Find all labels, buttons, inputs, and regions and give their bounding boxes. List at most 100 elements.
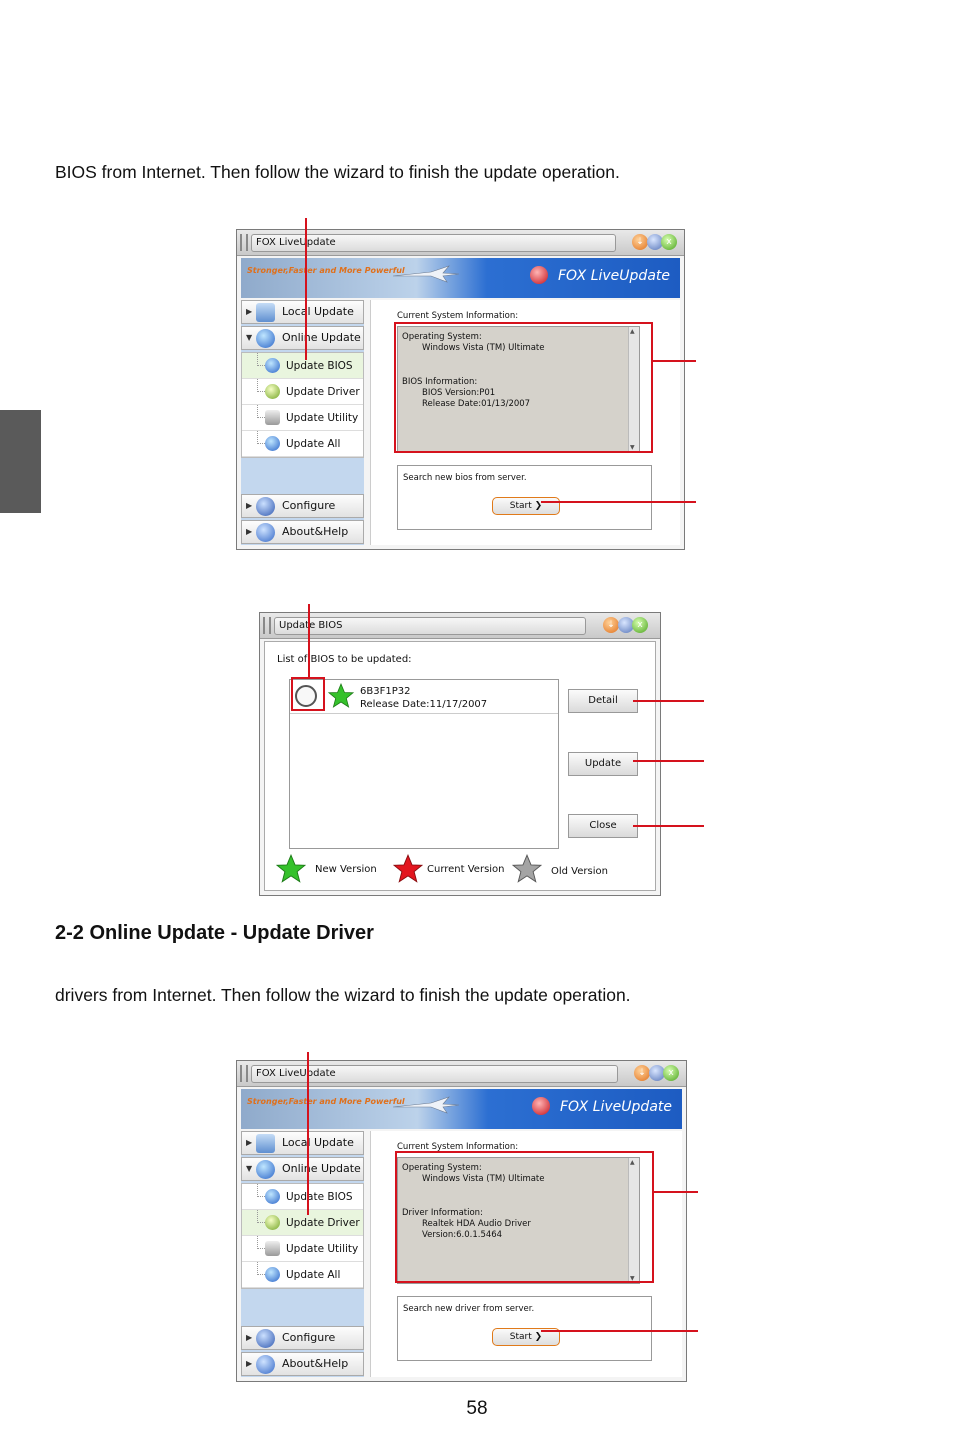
menu-local-update[interactable]: ▶ Local Update	[241, 1131, 364, 1155]
banner: Stronger,Faster and More Powerful FOX Li…	[241, 1089, 682, 1129]
new-version-star-icon	[276, 854, 306, 883]
jet-icon	[392, 265, 460, 283]
start-button[interactable]: Start ❯	[492, 1328, 560, 1346]
close-icon[interactable]: x	[661, 234, 677, 250]
update-button[interactable]: Update	[568, 752, 638, 776]
close-icon[interactable]: x	[632, 617, 648, 633]
info-line: Version:6.0.1.5464	[422, 1230, 503, 1240]
expand-right-icon: ▶	[246, 307, 253, 316]
local-update-icon	[256, 303, 275, 322]
start-label: Start	[509, 501, 532, 511]
start-button[interactable]: Start ❯	[492, 497, 560, 515]
minimize-icon[interactable]: ⇣	[634, 1065, 650, 1081]
banner-slogan: Stronger,Faster and More Powerful	[247, 1097, 405, 1106]
submenu-update-all[interactable]: Update All	[242, 431, 363, 457]
menu-local-update[interactable]: ▶ Local Update	[241, 300, 364, 324]
menu-label: About&Help	[282, 525, 349, 538]
tree-line	[257, 379, 265, 392]
submenu-update-driver[interactable]: Update Driver	[242, 1210, 363, 1236]
callout-line	[305, 218, 307, 360]
window-title: FOX LiveUpdate	[251, 1065, 618, 1083]
local-update-icon	[256, 1134, 275, 1153]
detail-button[interactable]: Detail	[568, 689, 638, 713]
menu-label: Online Update	[282, 1162, 361, 1175]
menu-about-help[interactable]: ▶ About&Help	[241, 1352, 364, 1376]
submenu-update-utility[interactable]: Update Utility	[242, 405, 363, 431]
close-icon[interactable]: x	[663, 1065, 679, 1081]
bios-name: 6B3F1P32	[360, 686, 411, 697]
tree-line	[257, 405, 265, 418]
new-version-star-icon	[328, 683, 354, 708]
bios-list-item[interactable]: 6B3F1P32 Release Date:11/17/2007	[290, 680, 558, 714]
info-icon[interactable]	[618, 617, 634, 633]
menu-about-help[interactable]: ▶ About&Help	[241, 520, 364, 544]
title-bar: FOX LiveUpdate ⇣ x	[237, 230, 684, 256]
info-line: Driver Information:	[402, 1208, 483, 1218]
update-bios-window: Update BIOS ⇣ x List of BIOS to be updat…	[259, 612, 661, 896]
legend-current-version: Current Version	[427, 864, 505, 875]
expand-right-icon: ▶	[246, 1333, 253, 1342]
grip-icon[interactable]	[240, 234, 248, 251]
menu-configure[interactable]: ▶ Configure	[241, 1326, 364, 1350]
scrollbar[interactable]	[628, 1158, 639, 1283]
update-bios-icon	[265, 1189, 280, 1204]
select-radio[interactable]	[295, 685, 317, 707]
menu-label: Configure	[282, 1331, 336, 1344]
online-update-icon	[256, 1160, 275, 1179]
submenu-update-bios[interactable]: Update BIOS	[242, 353, 363, 379]
callout-box-system-info	[394, 322, 653, 453]
grip-icon[interactable]	[263, 617, 271, 634]
help-icon	[256, 523, 275, 542]
tree-line	[257, 1236, 265, 1249]
scrollbar[interactable]	[628, 327, 639, 452]
info-line: BIOS Version:P01	[422, 388, 496, 398]
page-number: 58	[466, 1398, 488, 1419]
info-line: Operating System:	[402, 332, 482, 342]
submenu-update-bios[interactable]: Update BIOS	[242, 1184, 363, 1210]
callout-line	[654, 1191, 698, 1193]
chapter-side-tab	[0, 410, 41, 513]
callout-line	[633, 825, 704, 827]
bios-list-label: List of BIOS to be updated:	[277, 654, 412, 665]
callout-line	[308, 604, 310, 679]
minimize-icon[interactable]: ⇣	[632, 234, 648, 250]
info-line: Operating System:	[402, 1163, 482, 1173]
info-icon[interactable]	[647, 234, 663, 250]
current-info-label: Current System Information:	[397, 311, 519, 321]
expand-down-icon: ▼	[246, 1164, 253, 1173]
minimize-icon[interactable]: ⇣	[603, 617, 619, 633]
menu-configure[interactable]: ▶ Configure	[241, 494, 364, 518]
submenu-update-utility[interactable]: Update Utility	[242, 1236, 363, 1262]
tree-line	[257, 1184, 265, 1197]
expand-right-icon: ▶	[246, 1359, 253, 1368]
tree-line	[257, 1262, 265, 1275]
gear-icon	[256, 1329, 275, 1348]
expand-down-icon: ▼	[246, 333, 253, 342]
submenu-label: Update All	[286, 1269, 341, 1281]
info-line: Windows Vista (TM) Ultimate	[422, 1174, 545, 1184]
callout-box-system-info	[395, 1151, 654, 1283]
bios-list: 6B3F1P32 Release Date:11/17/2007	[289, 679, 559, 849]
close-button[interactable]: Close	[568, 814, 638, 838]
update-bios-icon	[265, 358, 280, 373]
search-text: Search new driver from server.	[403, 1304, 535, 1314]
update-utility-icon	[265, 1241, 280, 1256]
chevron-right-icon: ❯	[534, 501, 543, 511]
menu-online-update[interactable]: ▼ Online Update	[241, 326, 364, 350]
callout-line	[653, 360, 696, 362]
submenu-update-all[interactable]: Update All	[242, 1262, 363, 1288]
start-label: Start	[509, 1332, 532, 1342]
menu-online-update[interactable]: ▼ Online Update	[241, 1157, 364, 1181]
brand-name: FOX LiveUpdate	[559, 1099, 672, 1115]
submenu-label: Update All	[286, 438, 341, 450]
current-info-label: Current System Information:	[397, 1142, 519, 1152]
info-icon[interactable]	[649, 1065, 665, 1081]
system-info-box: Operating System: Windows Vista (TM) Ult…	[397, 326, 640, 453]
submenu-label: Update Driver	[286, 386, 360, 398]
submenu-update-driver[interactable]: Update Driver	[242, 379, 363, 405]
grip-icon[interactable]	[240, 1065, 248, 1082]
fox-liveupdate-window-driver: FOX LiveUpdate ⇣ x Stronger,Faster and M…	[236, 1060, 687, 1382]
bios-release-date: Release Date:11/17/2007	[360, 699, 488, 710]
submenu-label: Update Driver	[286, 1217, 360, 1229]
online-update-submenu: Update BIOS Update Driver Update Utility…	[241, 1183, 364, 1289]
